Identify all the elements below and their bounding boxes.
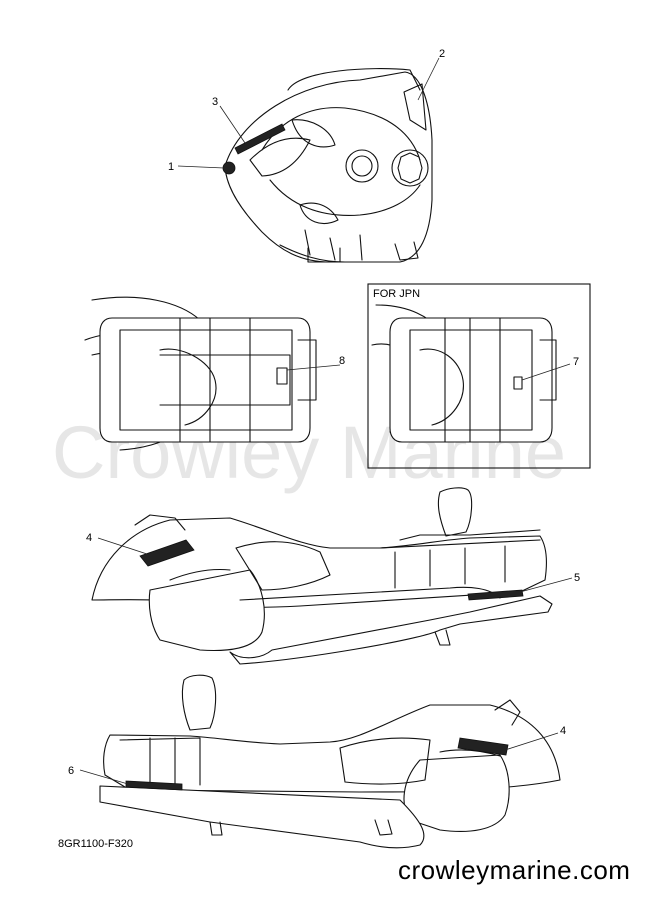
label-6-decal <box>125 780 183 791</box>
inset-title: FOR JPN <box>373 288 421 300</box>
leader-4-left <box>97 537 151 556</box>
label-4-decal-left <box>139 539 195 567</box>
side-view-right: 4 6 <box>68 674 566 849</box>
callout-5: 5 <box>574 572 580 584</box>
callout-1: 1 <box>168 161 174 173</box>
part-code: 8GR1100-F320 <box>58 838 134 850</box>
callout-6: 6 <box>68 765 74 777</box>
leader-8 <box>286 364 341 371</box>
callout-7: 7 <box>573 356 579 368</box>
callout-2: 2 <box>439 48 445 60</box>
label-8-marker <box>276 367 288 385</box>
leader-4-right <box>504 732 559 751</box>
site-watermark-url: crowleymarine.com <box>398 855 631 885</box>
leader-6 <box>79 769 129 785</box>
jpn-inset: 7 <box>367 283 591 469</box>
callout-8: 8 <box>339 355 345 367</box>
callout-4-bottom: 4 <box>560 725 566 737</box>
label-5-decal <box>467 589 524 601</box>
leader-2 <box>417 57 440 101</box>
leader-3 <box>219 105 246 144</box>
leader-1 <box>177 165 225 169</box>
rear-rack-top-view: 8 <box>84 296 345 451</box>
callout-4-top: 4 <box>86 532 92 544</box>
label-7-marker <box>513 376 523 390</box>
callout-3: 3 <box>212 96 218 108</box>
leader-7 <box>521 363 571 381</box>
label-4-decal-right <box>457 737 509 756</box>
front-top-view <box>222 68 433 263</box>
side-view-left: 4 5 <box>86 487 580 665</box>
leader-5 <box>519 577 573 593</box>
